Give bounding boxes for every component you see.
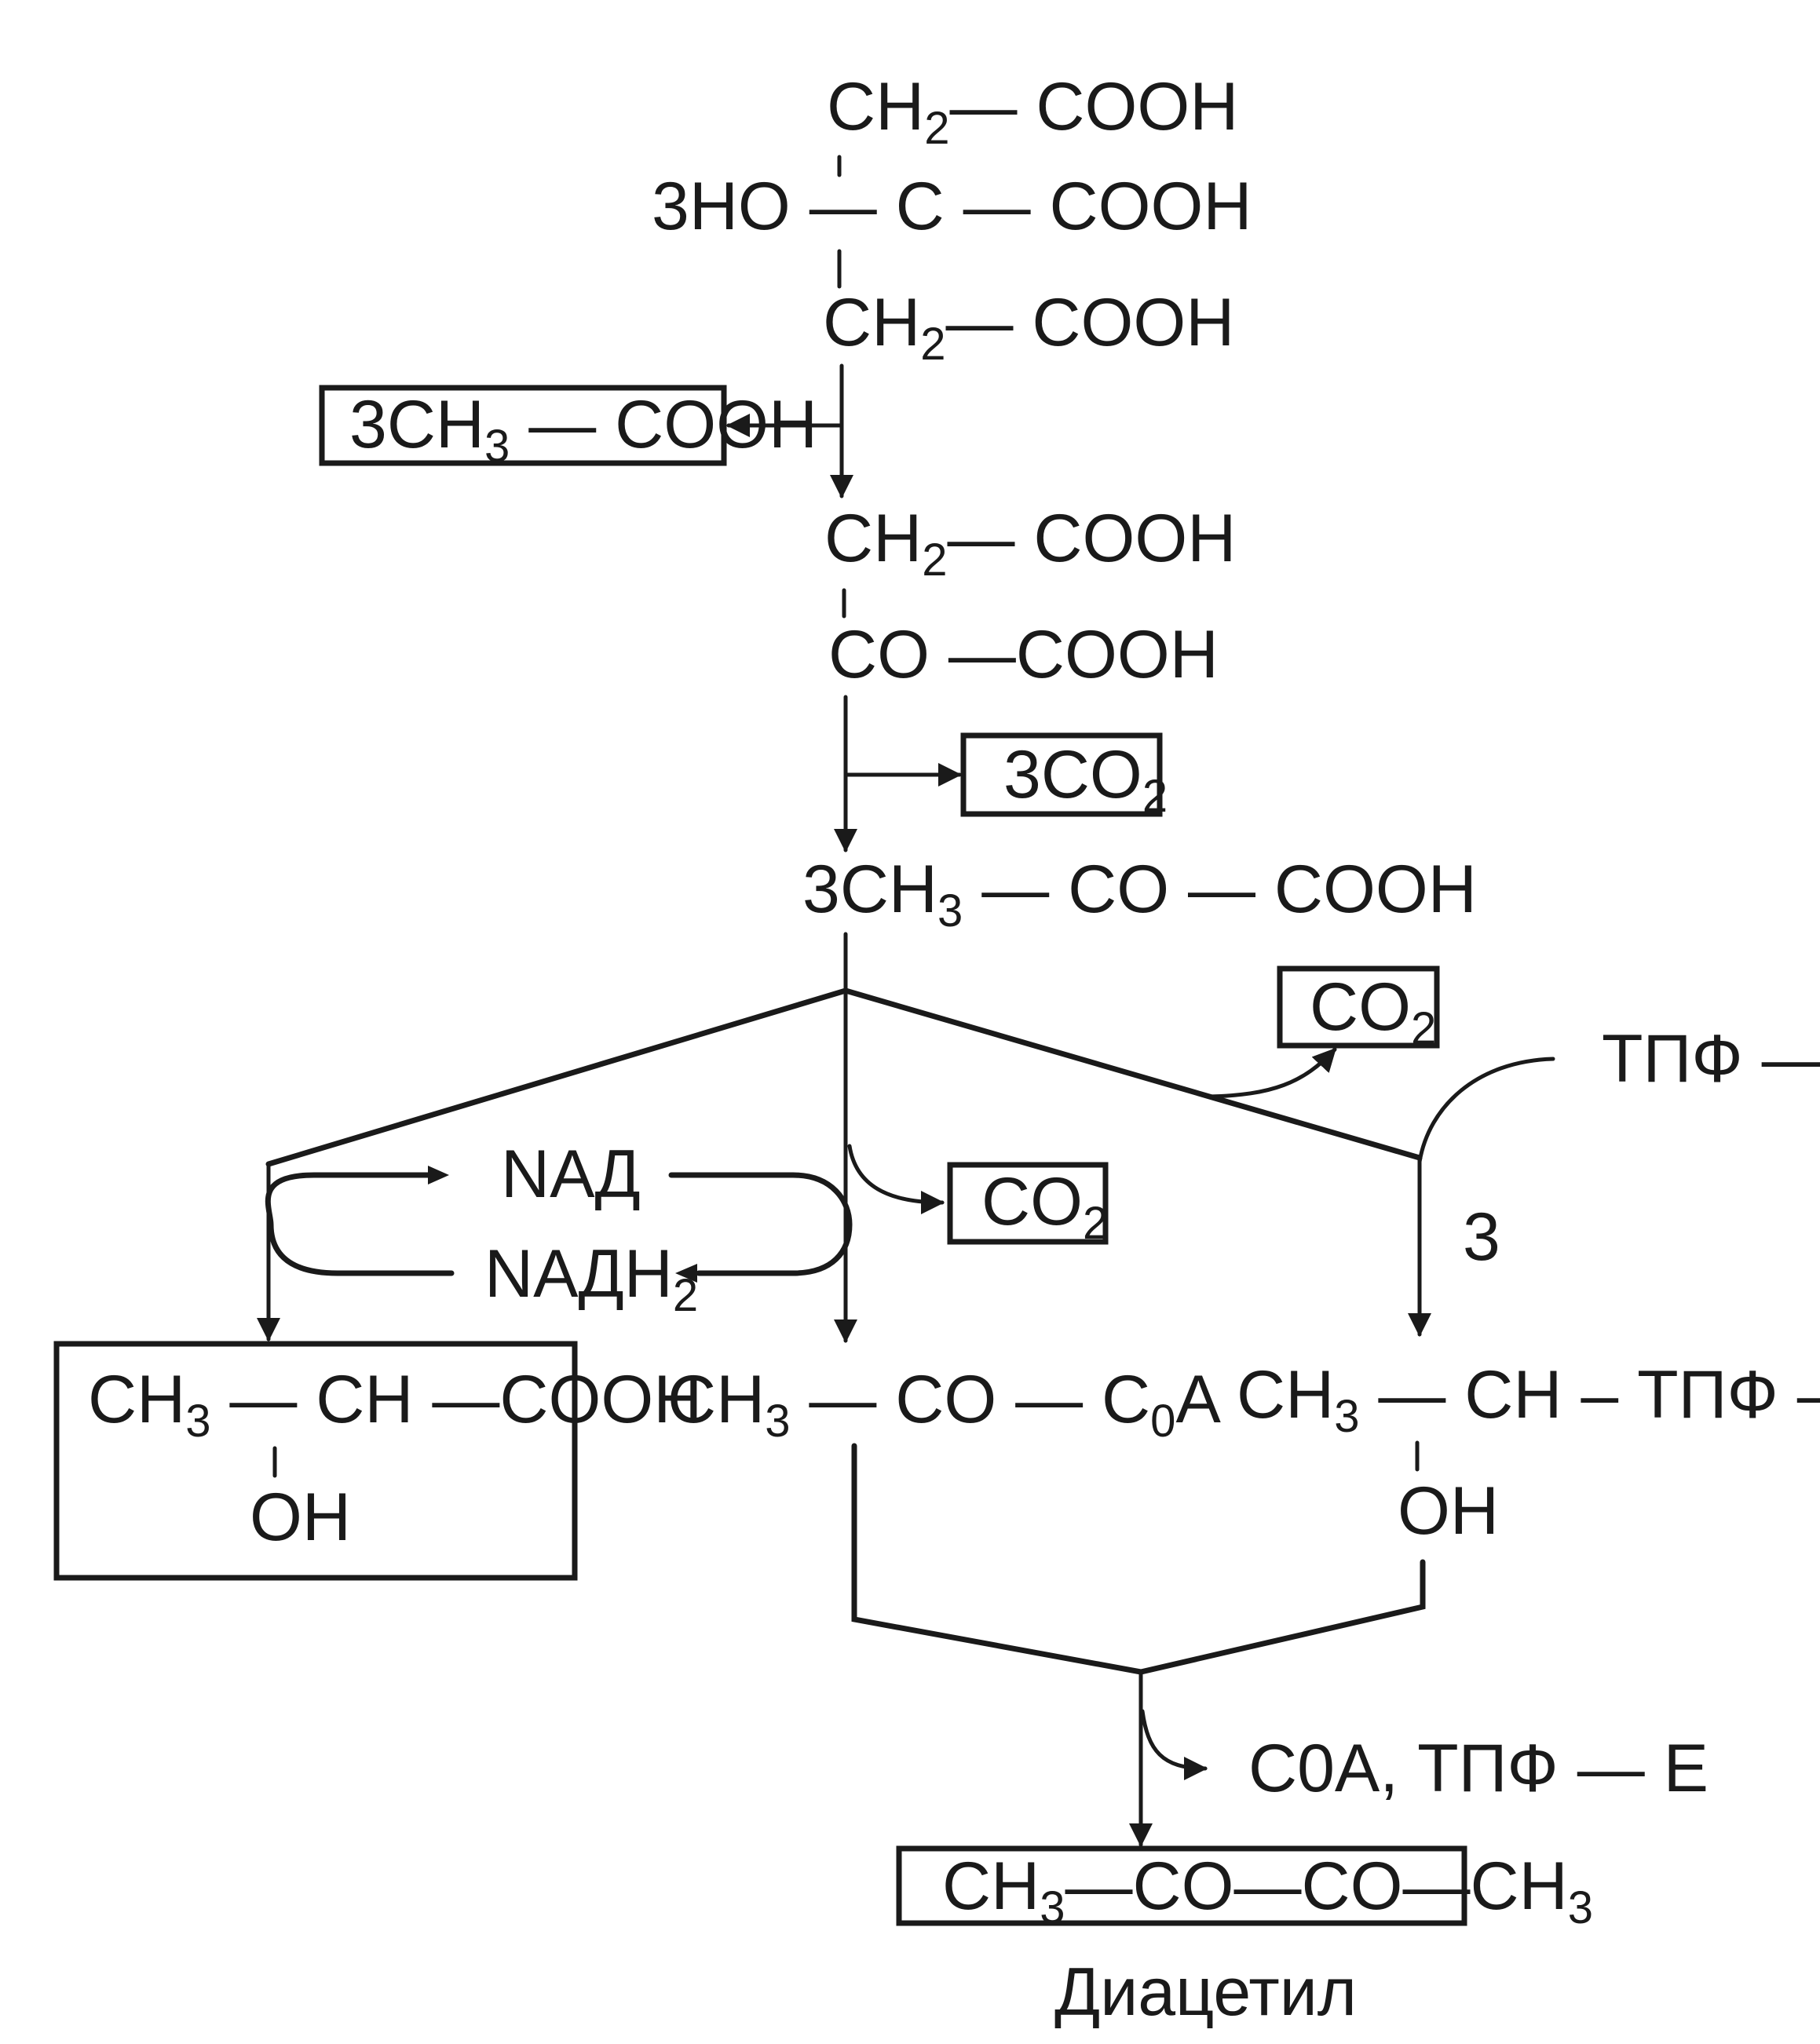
co2-formula: 3CO2 — [1003, 737, 1168, 822]
lactate-row2: OH — [250, 1480, 351, 1555]
citric-acid: CH2— COOH 3HO — C — COOH CH2— COOH — [652, 69, 1252, 370]
co2-box-right: CO2 — [1277, 965, 1440, 1054]
lactic-acid-box: CH3 — CH —COOH OH — [53, 1341, 702, 1581]
released-cofactors: C0A, ТПФ — Е — [1248, 1731, 1709, 1806]
branch-right — [842, 987, 1423, 1161]
arrow-to-co2-right — [1207, 1047, 1337, 1099]
arrow-to-co2-mid — [847, 1144, 945, 1214]
citrate-row3: CH2— COOH — [823, 285, 1234, 370]
tpp-e-label: ТПФ — Е — [1602, 1021, 1820, 1097]
pyruvate-formula: 3CH3 — CO — COOH — [802, 852, 1477, 936]
nad-label: NAД — [501, 1137, 641, 1212]
hydroxyethyl-tpp: CH3 — CH – ТПФ — Е OH — [1237, 1357, 1820, 1549]
diacetyl-formula: CH3—CO—CO—CH3 — [942, 1849, 1593, 1933]
arrow-head-to-nad — [428, 1166, 449, 1184]
acetate-box: 3CH3 — COOH — [319, 385, 817, 472]
co2-box-mid: CO2 — [947, 1162, 1109, 1249]
converging-lines — [851, 1443, 1426, 1675]
step-number-label: 3 — [1463, 1199, 1500, 1275]
nad-cycle-left — [265, 1172, 455, 1276]
oxaloacetate-row2: CO —COOH — [828, 617, 1219, 692]
acetate-formula: 3CH3 — COOH — [349, 387, 817, 472]
citrate-row1: CH2— COOH — [827, 69, 1238, 154]
acetyl-coa-formula: CH3 — CO — C0A — [667, 1362, 1221, 1447]
oxaloacetic-acid: CH2— COOH CO —COOH — [824, 501, 1236, 692]
co2-box-decarboxylation: 3CO2 — [960, 732, 1168, 822]
co2-formula: CO2 — [981, 1164, 1108, 1249]
oxaloacetate-row1: CH2— COOH — [824, 501, 1236, 586]
arrow-head-to-nadh2 — [675, 1264, 697, 1283]
tpp-input-curve — [1417, 1057, 1555, 1164]
citrate-row2: 3HO — C — COOH — [652, 169, 1252, 244]
diacetyl-box: CH3—CO—CO—CH3 — [896, 1845, 1593, 1933]
diacetyl-caption: Диацетил — [1054, 1955, 1357, 2030]
co2-formula: CO2 — [1310, 969, 1436, 1054]
nadh2-label: NAДH2 — [484, 1236, 698, 1321]
lactate-row1: CH3 — CH —COOH — [88, 1362, 702, 1447]
hydroxyethyl-row2: OH — [1398, 1473, 1499, 1549]
arrow-release-coa-tpp — [1140, 1709, 1208, 1780]
branch-left — [265, 987, 849, 1167]
hydroxyethyl-row1: CH3 — CH – ТПФ — Е — [1237, 1357, 1820, 1442]
nad-cycle-right — [668, 1172, 853, 1276]
